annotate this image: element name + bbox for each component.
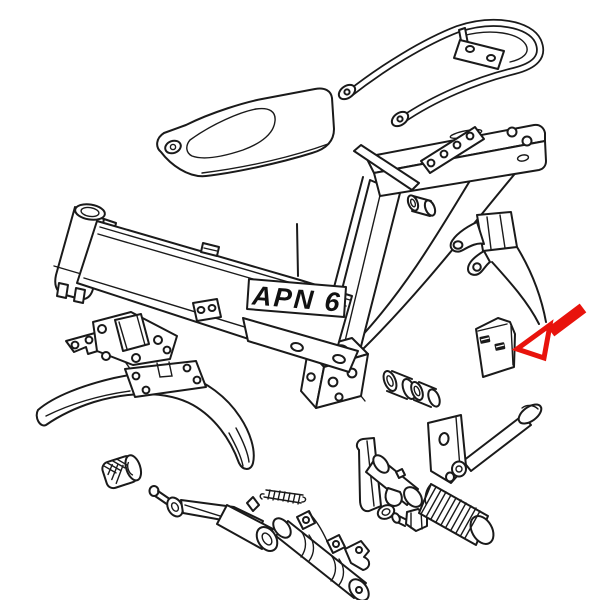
main-frame-beam	[54, 202, 358, 372]
highlight-arrow	[517, 308, 583, 358]
crossbar-hook-bracket	[345, 541, 369, 570]
instruction-plate	[476, 318, 515, 377]
highlight-arrow-shaft	[551, 308, 583, 332]
rear-carrier-rack	[336, 23, 540, 129]
guard-eye-hole	[163, 139, 182, 156]
front-fender	[37, 361, 254, 469]
rack-eyelet	[336, 82, 411, 129]
footpeg-assembly	[357, 438, 498, 548]
highlight-arrow-head	[517, 325, 550, 358]
carrier-mount-rail	[354, 125, 546, 196]
frame-model-label: APN 6	[247, 224, 346, 318]
fender-mount-plate	[125, 361, 206, 397]
side-stand-leg	[463, 415, 531, 471]
footpeg-rubber	[419, 484, 498, 548]
return-spring	[260, 490, 305, 504]
small-knurled-rubber	[101, 453, 145, 490]
bracket-blade-edge	[517, 247, 546, 322]
spacer-bushings	[381, 369, 442, 408]
beam-tab	[193, 299, 221, 321]
frame-model-label-text: APN 6	[250, 280, 343, 317]
footpeg-pin	[366, 452, 426, 510]
plate-marking-glyphs	[479, 335, 506, 351]
stand-crossbar	[270, 511, 373, 600]
mount-bracket-right	[451, 212, 546, 324]
stand-lever-assembly	[150, 486, 373, 600]
label-leader-line	[297, 224, 298, 276]
chain-guard-cover	[157, 88, 334, 176]
engine-mount-bracket	[66, 312, 177, 370]
bracket-blade-edge	[492, 262, 539, 324]
rail-end-bar	[354, 145, 419, 190]
side-stand	[428, 401, 545, 483]
beam-gusset	[243, 318, 358, 372]
washer	[376, 503, 397, 522]
rack-plate	[454, 40, 504, 69]
strap-plate	[421, 127, 484, 173]
top-spacer-bushing	[406, 194, 437, 217]
